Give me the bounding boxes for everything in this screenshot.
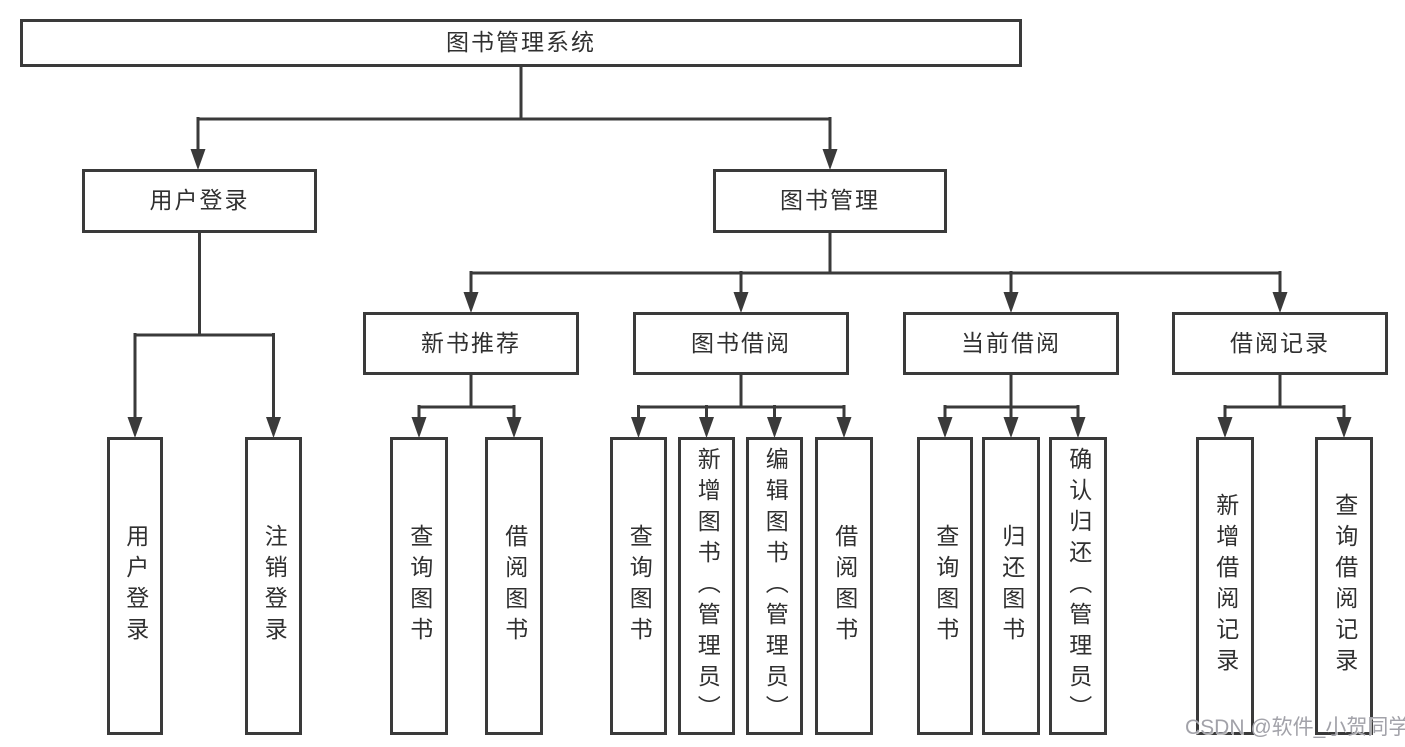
- node-leaf-add-borrow-record: 新增借阅记录: [1196, 437, 1254, 735]
- node-leaf-query-books-3: 查询图书: [917, 437, 973, 735]
- node-leaf-logout-label: 注销登录: [261, 524, 288, 648]
- node-leaf-confirm-return-admin: 确认归还（管理员）: [1049, 437, 1107, 735]
- node-borrowing-records-label: 借阅记录: [1230, 329, 1330, 356]
- arrowhead-icon: [127, 417, 143, 438]
- node-leaf-user-login: 用户登录: [107, 437, 163, 735]
- node-borrowing-records: 借阅记录: [1172, 312, 1388, 375]
- node-book-borrowing-label: 图书借阅: [691, 329, 791, 356]
- arrowhead-icon: [699, 417, 714, 438]
- node-leaf-add-books-admin-label: 新增图书（管理员）: [694, 446, 721, 726]
- connector-book-borrowing-children: [631, 373, 852, 438]
- node-leaf-borrow-books-1: 借阅图书: [485, 437, 543, 735]
- arrowhead-icon: [1070, 417, 1086, 438]
- node-leaf-query-books-3-label: 查询图书: [932, 524, 959, 648]
- node-leaf-borrow-books-2: 借阅图书: [815, 437, 873, 735]
- node-user-login-label: 用户登录: [149, 187, 250, 214]
- arrowhead-icon: [1003, 417, 1019, 438]
- arrowhead-icon: [506, 417, 522, 438]
- connector-root-to-level2: [190, 66, 838, 170]
- node-leaf-borrow-books-2-label: 借阅图书: [831, 524, 858, 648]
- csdn-watermark: CSDN @软件_小贺同学: [1185, 716, 1405, 739]
- node-book-management-system: 图书管理系统: [20, 19, 1022, 67]
- node-leaf-add-borrow-record-label: 新增借阅记录: [1212, 493, 1239, 679]
- connector-book-management-children: [463, 230, 1288, 313]
- node-leaf-user-login-label: 用户登录: [122, 524, 149, 648]
- node-user-login: 用户登录: [82, 169, 317, 233]
- node-leaf-query-books-2-label: 查询图书: [626, 524, 653, 648]
- node-current-borrowing-label: 当前借阅: [961, 329, 1061, 356]
- arrowhead-icon: [190, 149, 206, 170]
- node-leaf-edit-books-admin: 编辑图书（管理员）: [746, 437, 803, 735]
- connector-user-login-children: [127, 231, 281, 438]
- node-leaf-query-borrow-record: 查询借阅记录: [1315, 437, 1373, 735]
- node-leaf-return-books-label: 归还图书: [998, 524, 1025, 648]
- arrowhead-icon: [411, 417, 427, 438]
- node-leaf-confirm-return-admin-label: 确认归还（管理员）: [1065, 446, 1092, 726]
- node-book-management: 图书管理: [713, 169, 947, 233]
- node-leaf-query-borrow-record-label: 查询借阅记录: [1331, 493, 1358, 679]
- node-leaf-edit-books-admin-label: 编辑图书（管理员）: [762, 446, 789, 726]
- arrowhead-icon: [937, 417, 953, 438]
- node-book-management-system-label: 图书管理系统: [446, 29, 596, 56]
- connector-borrowing-records-children: [1217, 373, 1352, 438]
- arrowhead-icon: [836, 417, 852, 438]
- arrowhead-icon: [767, 417, 782, 438]
- arrowhead-icon: [822, 149, 838, 170]
- connector-current-borrowing-children: [937, 373, 1086, 438]
- node-book-management-label: 图书管理: [780, 187, 880, 214]
- node-leaf-add-books-admin: 新增图书（管理员）: [678, 437, 735, 735]
- arrowhead-icon: [1003, 292, 1019, 313]
- arrowhead-icon: [1272, 292, 1288, 313]
- node-leaf-query-books-1-label: 查询图书: [406, 524, 433, 648]
- arrowhead-icon: [266, 417, 281, 438]
- arrowhead-icon: [733, 292, 749, 313]
- arrowhead-icon: [1336, 417, 1352, 438]
- node-leaf-query-books-1: 查询图书: [390, 437, 448, 735]
- node-new-book-recommendation: 新书推荐: [363, 312, 579, 375]
- arrowhead-icon: [463, 292, 479, 313]
- node-book-borrowing: 图书借阅: [633, 312, 849, 375]
- node-leaf-logout: 注销登录: [245, 437, 302, 735]
- node-new-book-recommendation-label: 新书推荐: [421, 329, 521, 356]
- arrowhead-icon: [631, 417, 646, 438]
- node-leaf-query-books-2: 查询图书: [610, 437, 667, 735]
- connector-new-book-rec-children: [411, 373, 522, 438]
- node-leaf-return-books: 归还图书: [982, 437, 1040, 735]
- arrowhead-icon: [1217, 417, 1233, 438]
- node-leaf-borrow-books-1-label: 借阅图书: [501, 524, 528, 648]
- node-current-borrowing: 当前借阅: [903, 312, 1119, 375]
